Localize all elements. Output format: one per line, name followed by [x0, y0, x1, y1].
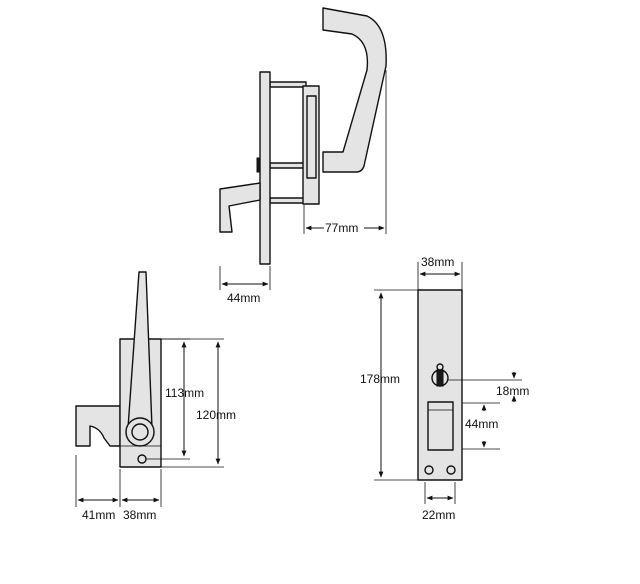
rear-22-label: 22mm	[422, 508, 455, 522]
rear-hole-right	[446, 465, 456, 475]
upper-bolt	[269, 81, 307, 88]
rear-view: 38mm 178mm 18mm 44mm 22mm	[360, 255, 529, 522]
middle-bolt	[269, 162, 307, 169]
lower-bolt	[269, 197, 307, 204]
front-screw-hole	[137, 454, 147, 464]
side-lock-inner	[306, 95, 317, 179]
side-mounting-plate	[259, 71, 271, 265]
front-catch-arm	[75, 405, 121, 447]
rear-slot	[427, 401, 454, 451]
rear-hole-left	[424, 465, 434, 475]
front-38-label: 38mm	[123, 508, 156, 522]
front-113-label: 113mm	[165, 386, 204, 400]
front-120-label: 120mm	[196, 408, 236, 422]
rear-44-label: 44mm	[465, 417, 498, 431]
rear-178-label: 178mm	[360, 372, 400, 386]
rear-38-label: 38mm	[421, 255, 454, 269]
front-41-label: 41mm	[82, 508, 115, 522]
side-depth-label: 77mm	[325, 221, 358, 235]
rear-18-label: 18mm	[496, 384, 529, 398]
rear-cylinder-keyway	[436, 369, 444, 387]
side-view: 77mm 44mm	[219, 7, 387, 305]
front-pivot-inner	[131, 423, 149, 441]
side-hook	[219, 182, 261, 233]
front-view: 113mm 120mm 41mm 38mm	[75, 271, 236, 522]
rear-cylinder-pin	[436, 363, 444, 371]
side-plate-label: 44mm	[227, 291, 260, 305]
side-handle	[322, 7, 387, 173]
